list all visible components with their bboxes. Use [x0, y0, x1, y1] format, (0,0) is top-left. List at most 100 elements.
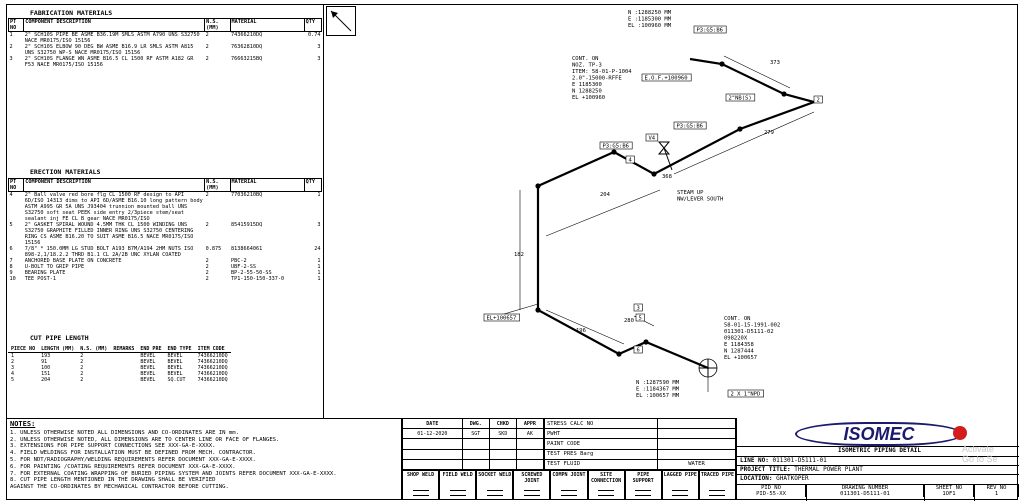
- symbol-cell: SHOP WELD: [402, 470, 440, 500]
- north-arrow-icon: [326, 6, 356, 36]
- fabrication-table: PT NO COMPONENT DESCRIPTION N.S. (MM) MA…: [7, 18, 323, 68]
- cut-cell: 74366210DQ: [197, 353, 228, 359]
- cut-header: PIECE NO: [8, 346, 39, 353]
- tag-box: EL+100657: [483, 313, 520, 322]
- bom-cell-desc: 2" SCH10S PIPE BE ASME B36.19M SMLS ASTM…: [24, 32, 200, 44]
- tag-box: E.O.F.+100960: [641, 73, 692, 82]
- tag-boxes: P3:G5:B6P3:G5:B6P3:G5:B6E.O.F.+1009602"N…: [483, 25, 823, 398]
- bom-cell-ns: 2: [205, 264, 209, 270]
- symbol-cell: TRACED PIPE: [698, 470, 736, 500]
- cut-cell: 3: [11, 365, 15, 371]
- tag-box: 2 X 1"NPD: [727, 389, 764, 398]
- cut-cell: 100: [41, 365, 51, 371]
- coord-top: EL :100960 MM: [628, 23, 672, 29]
- svg-text:P3:G5:B6: P3:G5:B6: [603, 144, 630, 150]
- cut-cell: 151: [41, 371, 51, 377]
- bom-cell-desc: 7/8" * 150.0MM LG STUD BOLT A193 B7M/A19…: [24, 246, 194, 258]
- stress-row: TEST PRES Barg: [544, 448, 736, 460]
- bom-cell-desc: 2" Ball valve red bore flg CL 1500 RF de…: [24, 192, 203, 222]
- bom-cell-pt: 9: [9, 270, 13, 276]
- rev-header: APPR: [515, 417, 545, 430]
- bom-cell-qty: 1: [317, 192, 321, 198]
- bom-cell-pt: 7: [9, 258, 13, 264]
- svg-text:3: 3: [637, 306, 640, 312]
- col-ns: N.S. (MM): [204, 178, 231, 192]
- cont-on-top: NOZ. TP-3: [572, 63, 602, 69]
- bom-cell-qty: 24: [314, 246, 321, 252]
- cut-header: ITEM CODE: [194, 346, 231, 353]
- coord-top: N :1288250 MM: [628, 10, 672, 16]
- cont-on-top: N 1288250: [572, 89, 602, 95]
- ball-valve-icon: [657, 141, 673, 171]
- cont-on-bottom: E 1184358: [724, 342, 754, 348]
- bom-cell-desc: U-BOLT TO GRIP PIPE: [24, 264, 85, 270]
- coord-top: E :1185300 MM: [628, 17, 672, 23]
- cut-cell: 74366210DQ: [197, 359, 228, 365]
- bom-cell-pt: 3: [9, 56, 13, 62]
- dimension-label: 368: [662, 174, 672, 180]
- cut-header: REMARKS: [110, 346, 138, 353]
- bom-cell-pt: 6: [9, 246, 13, 252]
- rev-cell: AK: [515, 428, 545, 440]
- cut-cell: BEVEL: [167, 353, 183, 359]
- symbol-cell: LAGGED PIPE: [661, 470, 699, 500]
- cut-header: LENGTH (MM): [38, 346, 78, 353]
- dimension-lines: [493, 55, 815, 392]
- note-item: AGAINST THE CO-ORDINATES BY MECHANICAL C…: [10, 484, 229, 491]
- bom-cell-mat: 77036210BQ: [231, 192, 263, 198]
- isometric-drawing: P3:G5:B6P3:G5:B6P3:G5:B6E.O.F.+1009602"N…: [483, 10, 823, 399]
- cut-cell: BEVEL: [140, 371, 156, 377]
- cut-cell: 2: [80, 353, 84, 359]
- svg-text:2: 2: [817, 98, 820, 104]
- cut-pipe-title: CUT PIPE LENGTH: [30, 334, 89, 342]
- cont-on-top: E 1185300: [572, 82, 602, 88]
- bom-cell-mat: 8138664061: [231, 246, 263, 252]
- cut-cell: 1: [11, 353, 15, 359]
- drawing-number: 011301-D5111-01: [807, 491, 924, 497]
- cut-cell: 74366210DQ: [197, 371, 228, 377]
- tag-box: P3:G5:B6: [673, 121, 707, 130]
- bom-cell-mat: 85415915DQ: [231, 222, 263, 228]
- material-panel: [6, 4, 324, 418]
- tag-box: 2"NB(S): [725, 93, 756, 102]
- bom-cell-qty: 0.74: [308, 32, 321, 38]
- cut-cell: BEVEL: [167, 359, 183, 365]
- pid-no: PID-55-XX: [737, 491, 806, 497]
- bom-cell-pt: 5: [9, 222, 13, 228]
- bom-cell-qty: 3: [317, 44, 321, 50]
- cut-cell: 2: [11, 359, 15, 365]
- weld-points: [535, 61, 787, 357]
- erection-table: PT NO COMPONENT DESCRIPTION N.S. (MM) MA…: [7, 178, 323, 282]
- steam-note: STEAM UP: [677, 190, 704, 196]
- col-pt: PT NO: [7, 178, 25, 192]
- company-logo: ISOMEC: [795, 422, 967, 446]
- cut-header: END PRE: [137, 346, 165, 353]
- tag-box: 2: [813, 95, 823, 104]
- bom-cell-ns: 2: [205, 192, 209, 198]
- tag-box: P3:G5:B6: [693, 25, 727, 34]
- sheet-no: 1OF1: [925, 491, 974, 497]
- cut-cell: 74366210DQ: [197, 377, 228, 383]
- rev-cell: SKD: [488, 428, 517, 440]
- bom-cell-qty: 1: [317, 264, 321, 270]
- dimension-label: 204: [600, 192, 611, 198]
- note-item: 3. EXTENSIONS FOR PIPE SUPPORT CONNECTIO…: [10, 443, 216, 450]
- bom-cell-ns: 0.875: [205, 246, 222, 252]
- nozzle-icon: [698, 358, 718, 378]
- stress-row: PAINT CODE: [544, 438, 736, 450]
- svg-text:6: 6: [637, 348, 640, 354]
- tag-box: 5: [635, 313, 645, 322]
- tag-box: P3:G5:B6: [599, 141, 633, 150]
- cut-cell: BEVEL: [140, 365, 156, 371]
- bom-cell-desc: TEE POST-1: [24, 276, 56, 282]
